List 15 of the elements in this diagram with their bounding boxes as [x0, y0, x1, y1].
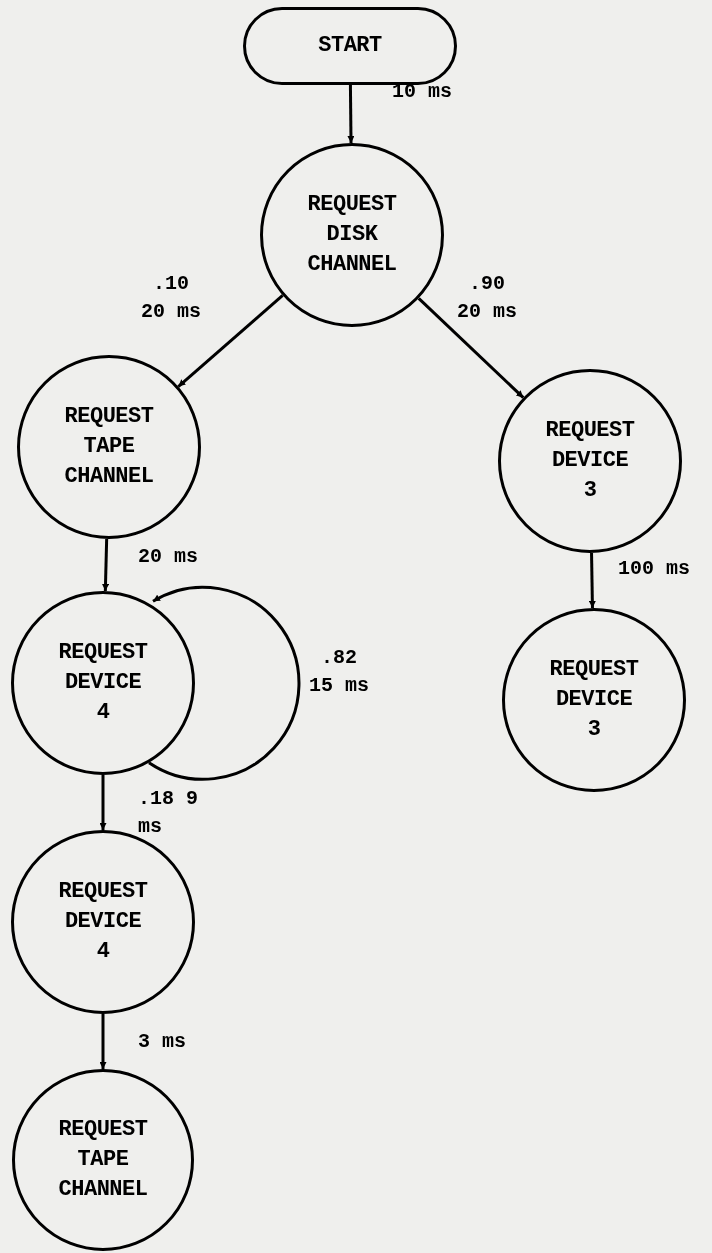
- arrow: [99, 1014, 107, 1069]
- arrow: [102, 538, 109, 592]
- arrow: [347, 85, 355, 144]
- arrow: [417, 297, 525, 399]
- edge-label: 3 ms: [138, 1029, 187, 1055]
- edge-label: 20 ms: [138, 544, 199, 570]
- arrow: [148, 585, 301, 781]
- arrow: [99, 775, 107, 830]
- edge-label: .90 20 ms: [456, 271, 518, 325]
- start-terminal: START: [243, 7, 457, 85]
- arrow: [177, 294, 284, 388]
- arrow: [588, 552, 596, 609]
- edge-label: 100 ms: [618, 556, 691, 582]
- edge-label: .10 20 ms: [140, 271, 202, 325]
- edge-label: .82 15 ms: [308, 645, 370, 699]
